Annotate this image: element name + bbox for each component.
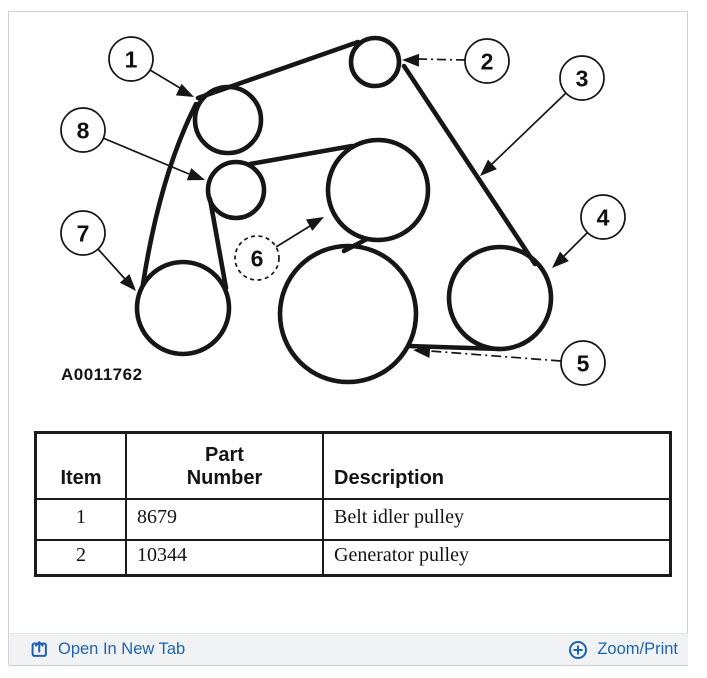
pulley-2-generator [348, 35, 402, 89]
cell-item: 2 [34, 538, 127, 577]
zoom-print-label: Zoom/Print [597, 640, 678, 659]
arrowhead [119, 274, 136, 291]
cell-item: 1 [34, 497, 127, 541]
part-header-line1: Part [205, 443, 244, 466]
cell-part-number: 8679 [125, 497, 324, 541]
svg-text:6: 6 [251, 245, 264, 271]
pulley-group [134, 35, 554, 385]
column-header-description: Description [322, 431, 672, 500]
svg-text:8: 8 [77, 117, 90, 143]
column-header-part-number: Part Number [125, 431, 324, 500]
arrowhead [413, 345, 431, 358]
cell-part-number: 10344 [125, 538, 324, 577]
zoom-plus-icon [569, 640, 588, 659]
belt-segment [401, 63, 538, 267]
callout-5: 5 [413, 340, 606, 386]
open-in-new-tab-button[interactable]: Open In New Tab [30, 640, 185, 659]
svg-text:5: 5 [577, 350, 590, 376]
arrowhead [175, 83, 194, 97]
belt-group [140, 39, 538, 352]
cell-description: Belt idler pulley [322, 497, 672, 541]
arrowhead [305, 217, 324, 231]
callout-7: 7 [60, 210, 136, 291]
arrowhead [186, 168, 205, 181]
pulley-8 [205, 159, 267, 221]
table-row: 1 8679 Belt idler pulley [34, 497, 672, 541]
callout-4: 4 [552, 194, 626, 268]
pulley-5 [277, 243, 419, 385]
belt-segment [405, 343, 503, 352]
svg-text:4: 4 [597, 204, 610, 230]
callout-6: 6 [234, 217, 324, 281]
svg-text:2: 2 [481, 48, 494, 74]
belt-routing-diagram: 1 2 3 4 [60, 35, 626, 386]
column-header-item: Item [34, 431, 127, 500]
callout-1: 1 [108, 36, 194, 97]
part-header-line2: Number [186, 466, 263, 489]
figure-id-label: A0011762 [61, 365, 143, 384]
callout-3: 3 [480, 55, 605, 176]
arrowhead [402, 53, 420, 67]
svg-text:7: 7 [77, 220, 90, 246]
parts-table: Item Part Number Description 1 8679 Belt… [34, 431, 672, 577]
open-in-new-tab-icon [31, 641, 47, 657]
belt-segment [207, 196, 229, 291]
pulley-7 [134, 259, 232, 357]
parts-table-container: Item Part Number Description 1 8679 Belt… [34, 431, 672, 577]
callout-2: 2 [402, 38, 510, 84]
callout-8: 8 [60, 107, 205, 181]
callout-group: 1 2 3 4 [60, 36, 626, 386]
open-in-new-tab-label: Open In New Tab [58, 640, 186, 659]
table-header-row: Item Part Number Description [34, 431, 672, 500]
svg-text:3: 3 [576, 65, 589, 91]
zoom-print-button[interactable]: Zoom/Print [568, 640, 678, 660]
table-row: 2 10344 Generator pulley [34, 538, 672, 577]
pulley-6 [325, 137, 431, 243]
belt-segment [140, 101, 199, 287]
belt-segment [195, 39, 361, 101]
belt-segment [341, 236, 370, 254]
cell-description: Generator pulley [322, 538, 672, 577]
arrowhead [480, 159, 497, 176]
svg-text:1: 1 [125, 46, 138, 72]
arrowhead [552, 251, 569, 268]
image-toolbar: Open In New Tab Zoom/Print [9, 633, 688, 666]
belt-segment [247, 143, 355, 167]
